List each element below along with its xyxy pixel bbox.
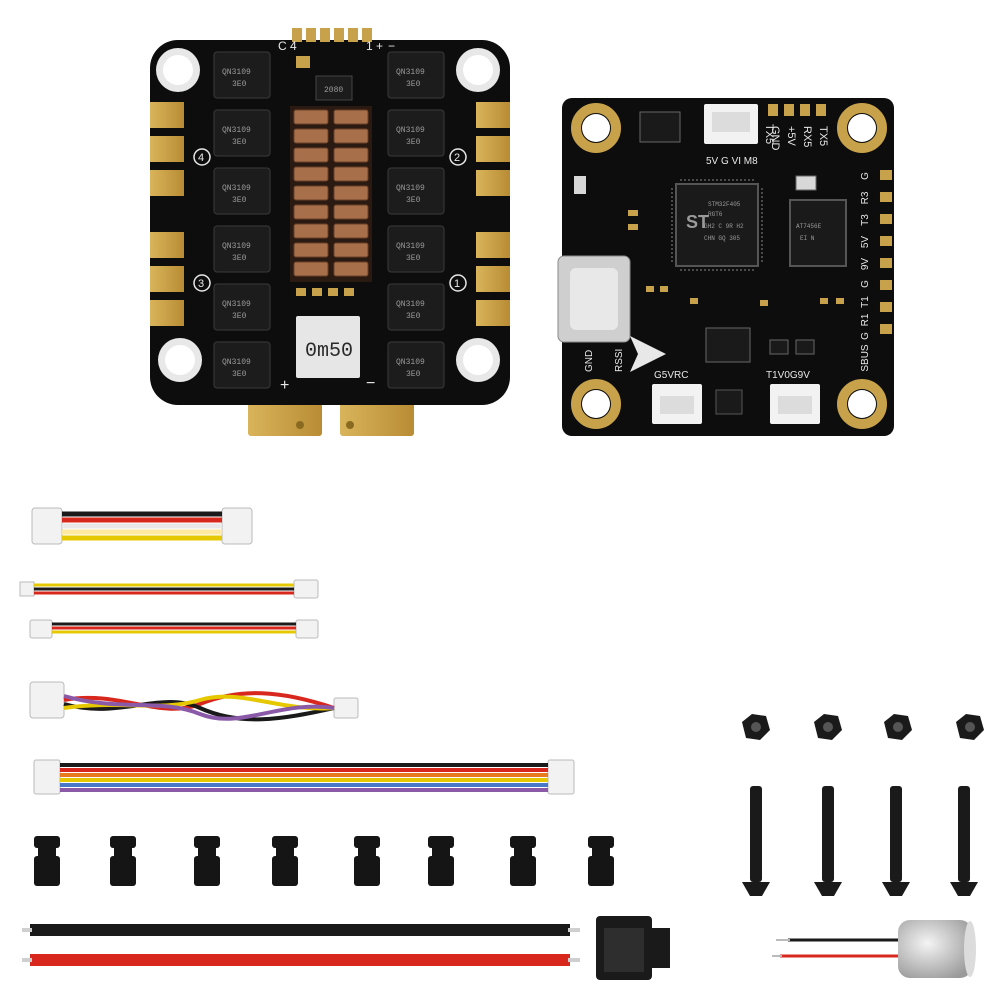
mosfet-text: 3E0	[232, 254, 247, 263]
fc-mcu-chip	[675, 183, 759, 267]
mcu-text: CHN GQ 305	[704, 235, 740, 242]
esc-shunt-resistor	[296, 316, 360, 378]
mosfet-text: QN3109	[396, 300, 425, 309]
xt60-connector-icon	[596, 916, 670, 980]
mosfet-text: QN3109	[222, 184, 251, 193]
fc-side-pad: SBUS	[860, 344, 871, 372]
mounting-ring-icon	[571, 103, 887, 429]
motor-marker-2: 2	[454, 152, 460, 164]
fc-pad-tx5: TX5	[817, 126, 829, 146]
fc-side-pad: T3	[860, 214, 871, 226]
esc-label-plus: +	[376, 39, 383, 53]
motor-marker-1: 1	[454, 278, 460, 290]
st-logo-icon: ST	[686, 212, 709, 232]
fc-pad-gnd: GND	[769, 126, 781, 151]
esc-minus-label: −	[366, 375, 375, 392]
mcu-text: STM32F405	[708, 201, 741, 208]
fc-label-gnd: GND	[584, 350, 595, 372]
mounting-hole-icon	[156, 48, 500, 382]
mosfet-text: 3E0	[406, 254, 421, 263]
fc-side-pad: R3	[860, 191, 871, 204]
mcu-text: RGT6	[708, 211, 723, 218]
esc-chip-text: 2080	[324, 86, 343, 95]
mosfet-text: 3E0	[406, 138, 421, 147]
fc-top-connector-label: 5V G VI M8	[706, 156, 758, 167]
esc-regulator-chip	[315, 75, 353, 101]
fc-side-pad: G	[860, 332, 871, 340]
mcu-text: GH2 C 9R H2	[704, 223, 744, 230]
esc-label-minus: −	[388, 39, 395, 53]
esc-motor-pads-left	[150, 102, 184, 326]
esc-label-4: 4	[290, 39, 297, 53]
mosfet-text: 3E0	[406, 312, 421, 321]
fc-pad-rx5: RX5	[801, 126, 813, 147]
fc-board: 5V G VI M8 TX5 TX5 RX5 +5V GND G R3 T3 5…	[557, 98, 894, 436]
esc-mosfets: QN3109 QN3109 QN3109 QN3109 QN3109 QN310…	[213, 51, 445, 389]
mosfet-text: QN3109	[222, 242, 251, 251]
mosfet-text: QN3109	[222, 358, 251, 367]
esc-label-1: 1	[366, 39, 373, 53]
cable-3wire-long	[19, 579, 319, 599]
arrow-logo-icon	[630, 336, 666, 372]
mosfet-text: 3E0	[232, 138, 247, 147]
rubber-grommets	[34, 836, 614, 886]
fc-pad-tx5: TX5	[763, 124, 775, 144]
fc-label-rssi: RSSI	[614, 349, 625, 372]
mosfet-text: 3E0	[406, 370, 421, 379]
fc-side-pad: T1	[860, 296, 871, 308]
mosfet-text: QN3109	[222, 300, 251, 309]
esc-plus-label: +	[280, 377, 289, 394]
mosfet-text: 3E0	[406, 196, 421, 205]
fc-side-pad: G	[860, 172, 871, 180]
screws	[742, 786, 978, 896]
esc-motor-pads-right	[476, 102, 510, 326]
mosfet-text: QN3109	[396, 68, 425, 77]
mosfet-text: QN3109	[396, 184, 425, 193]
cable-ribbon-short	[31, 507, 253, 545]
cable-ribbon-long	[33, 759, 575, 795]
osd-text: AT7456E	[796, 223, 822, 230]
nuts	[742, 714, 984, 740]
mosfet-text: QN3109	[396, 358, 425, 367]
fc-osd-chip	[789, 199, 847, 267]
cable-twisted	[29, 681, 359, 722]
esc-board: C 4 1 + − 4 2 3 1	[150, 28, 510, 436]
fc-pad-5v: +5V	[785, 126, 797, 147]
esc-label-c: C	[278, 39, 287, 53]
mosfet-text: QN3109	[222, 126, 251, 135]
fc-side-pad: 5V	[860, 236, 871, 249]
electrolytic-capacitor-icon	[772, 920, 976, 978]
mosfet-text: 3E0	[406, 80, 421, 89]
fc-side-pad: R1	[860, 313, 871, 326]
fc-side-pad: G	[860, 280, 871, 288]
fc-bottom-left-label: G5VRC	[654, 370, 688, 381]
mosfet-text: 3E0	[232, 312, 247, 321]
mosfet-text: QN3109	[222, 68, 251, 77]
motor-marker-4: 4	[198, 152, 204, 164]
mosfet-text: 3E0	[232, 370, 247, 379]
osd-text: EI N	[800, 235, 815, 242]
fc-side-pad: 9V	[860, 258, 871, 271]
mosfet-text: QN3109	[396, 242, 425, 251]
motor-marker-3: 3	[198, 278, 204, 290]
fc-bottom-right-label: T1V0G9V	[766, 370, 810, 381]
esc-capacitor-bank	[290, 106, 372, 296]
mosfet-text: 3E0	[232, 80, 247, 89]
esc-top-connector	[292, 28, 372, 42]
shunt-label: 0m50	[305, 340, 353, 363]
cable-3wire-short	[29, 619, 319, 639]
mosfet-text: QN3109	[396, 126, 425, 135]
mosfet-text: 3E0	[232, 196, 247, 205]
